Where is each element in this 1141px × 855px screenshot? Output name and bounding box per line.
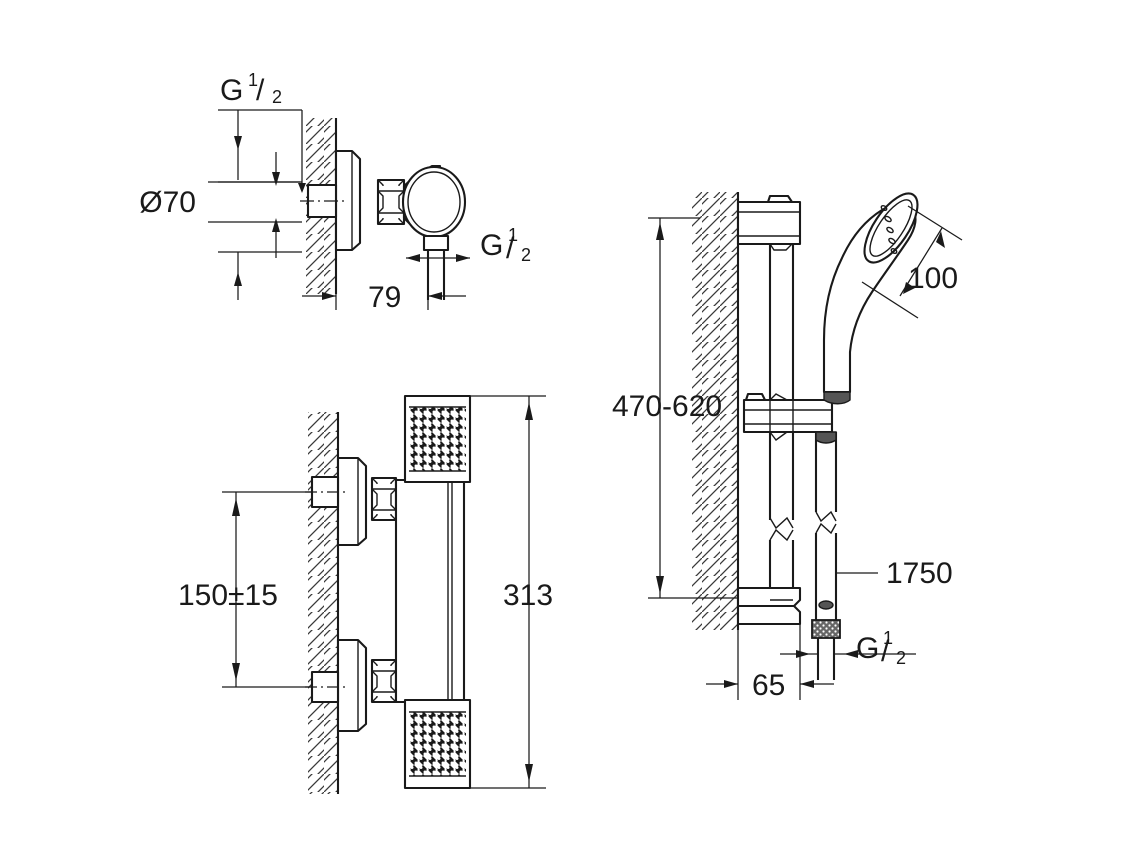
wall-section-right — [692, 192, 740, 630]
dim-diameter-70: Ø70 — [139, 152, 302, 300]
dim-label-470-620: 470-620 — [612, 390, 722, 423]
escutcheon-top — [334, 149, 362, 252]
dim-label-65: 65 — [752, 669, 785, 702]
dim-g-half-hose — [780, 650, 916, 658]
handle-knurled-upper — [403, 394, 472, 484]
dim-label-150: 150±15 — [178, 579, 278, 612]
valve-head-top — [401, 165, 467, 239]
right-view: 470-620 100 1750 — [612, 192, 963, 702]
union-nut-lower — [370, 658, 398, 704]
g-half-den-3: 2 — [896, 648, 906, 668]
dim-label-diameter-70: Ø70 — [139, 186, 196, 219]
dim-g-half-outlet-top — [406, 254, 470, 268]
union-nut-upper — [370, 476, 398, 522]
g-half-label-inlet-top: G 1 / 2 — [220, 70, 282, 107]
dim-label-313: 313 — [503, 579, 553, 612]
dim-79: 79 — [302, 258, 466, 314]
rail-bracket-upper — [736, 194, 802, 251]
shower-hose — [811, 431, 841, 680]
dim-1750: 1750 — [836, 557, 953, 590]
g-half-slash-3: / — [881, 635, 890, 668]
g-half-label-outlet-top: G 1 / 2 — [480, 225, 531, 265]
escutcheon-lower — [336, 638, 368, 733]
dim-313: 313 — [470, 395, 553, 789]
handle-knurled-lower — [403, 698, 472, 790]
g-half-slash-2: / — [506, 232, 515, 265]
dim-label-100: 100 — [908, 262, 958, 295]
dim-label-1750: 1750 — [886, 557, 953, 590]
union-nut-top — [376, 178, 406, 226]
bottom-left-view: 150±15 313 — [178, 394, 553, 794]
dim-label-79: 79 — [368, 281, 401, 314]
g-half-prefix-3: G — [856, 632, 879, 665]
dim-100: 100 — [861, 205, 963, 319]
hand-shower-holder — [742, 392, 834, 441]
top-left-view: Ø70 79 — [139, 109, 470, 314]
g-half-num-3: 1 — [883, 628, 893, 648]
dim-470-620: 470-620 — [612, 217, 738, 599]
rail-bracket-lower — [736, 586, 802, 626]
dim-150: 150±15 — [178, 491, 312, 688]
g-half-num-1: 1 — [248, 70, 258, 90]
g-half-num-2: 1 — [508, 225, 518, 245]
g-half-den-1: 2 — [272, 87, 282, 107]
dim-65: 65 — [706, 624, 834, 702]
escutcheon-upper — [336, 456, 368, 547]
wall-section-bottom — [308, 412, 340, 794]
g-half-label-hose: G 1 / 2 — [856, 628, 906, 668]
g-half-den-2: 2 — [521, 245, 531, 265]
g-half-prefix-1: G — [220, 74, 243, 107]
g-half-prefix-2: G — [480, 229, 503, 262]
g-half-slash-1: / — [256, 74, 265, 107]
mixer-body — [394, 478, 466, 704]
dim-g-half-inlet — [218, 109, 306, 193]
inlet-nipple-top — [300, 183, 346, 219]
